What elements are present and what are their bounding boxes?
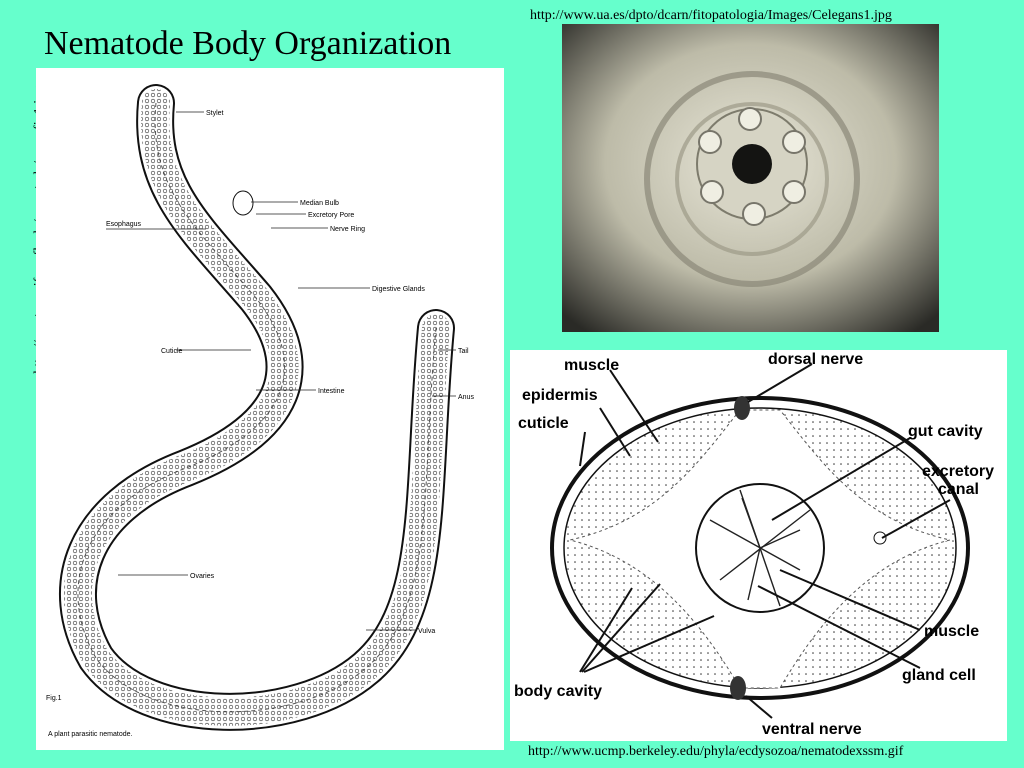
cross-section-callout-lines — [579, 363, 951, 719]
label-epidermis: epidermis — [522, 387, 598, 404]
label-nerve-ring: Nerve Ring — [330, 226, 365, 233]
label-stylet: Stylet — [206, 110, 224, 117]
head-micrograph — [562, 24, 939, 332]
label-ovaries: Ovaries — [190, 573, 215, 580]
label-muscle-top: muscle — [564, 357, 619, 374]
label-digestive-glands: Digestive Glands — [372, 286, 425, 293]
nematode-diagram: Stylet Median Bulb Excretory Pore Esopha… — [36, 68, 504, 750]
label-fig: Fig.1 — [46, 695, 62, 702]
label-cuticle: cuticle — [518, 415, 569, 432]
label-body-cavity: body cavity — [514, 683, 602, 700]
label-cuticle: Cuticle — [161, 348, 183, 355]
label-dorsal-nerve: dorsal nerve — [768, 351, 863, 368]
worm-body — [58, 84, 455, 731]
label-vulva: Vulva — [418, 628, 435, 635]
cross-section-diagram: muscle epidermis cuticle dorsal nerve gu… — [510, 350, 1007, 741]
label-tail: Tail — [458, 348, 469, 355]
worm-callout-lines — [106, 111, 456, 631]
source-url-bottom: http://www.ucmp.berkeley.edu/phyla/ecdys… — [528, 744, 904, 759]
label-muscle-bottom: muscle — [924, 623, 979, 640]
label-gut-cavity: gut cavity — [908, 423, 983, 440]
label-median-bulb: Median Bulb — [300, 200, 339, 207]
source-url-top: http://www.ua.es/dpto/dcarn/fitopatologi… — [530, 8, 892, 23]
label-esophagus: Esophagus — [106, 221, 142, 228]
cross-section-body — [550, 396, 970, 700]
label-excretory-pore: Excretory Pore — [308, 212, 354, 219]
figure-caption: A plant parasitic nematode. — [48, 731, 132, 738]
page-title: Nematode Body Organization — [44, 25, 452, 62]
label-intestine: Intestine — [318, 388, 345, 395]
label-anus: Anus — [458, 394, 474, 401]
label-ventral-nerve: ventral nerve — [762, 721, 862, 738]
label-gland-cell: gland cell — [902, 667, 976, 684]
label-excretory-canal-2: canal — [938, 481, 979, 498]
label-excretory-canal-1: excretory — [922, 463, 994, 480]
